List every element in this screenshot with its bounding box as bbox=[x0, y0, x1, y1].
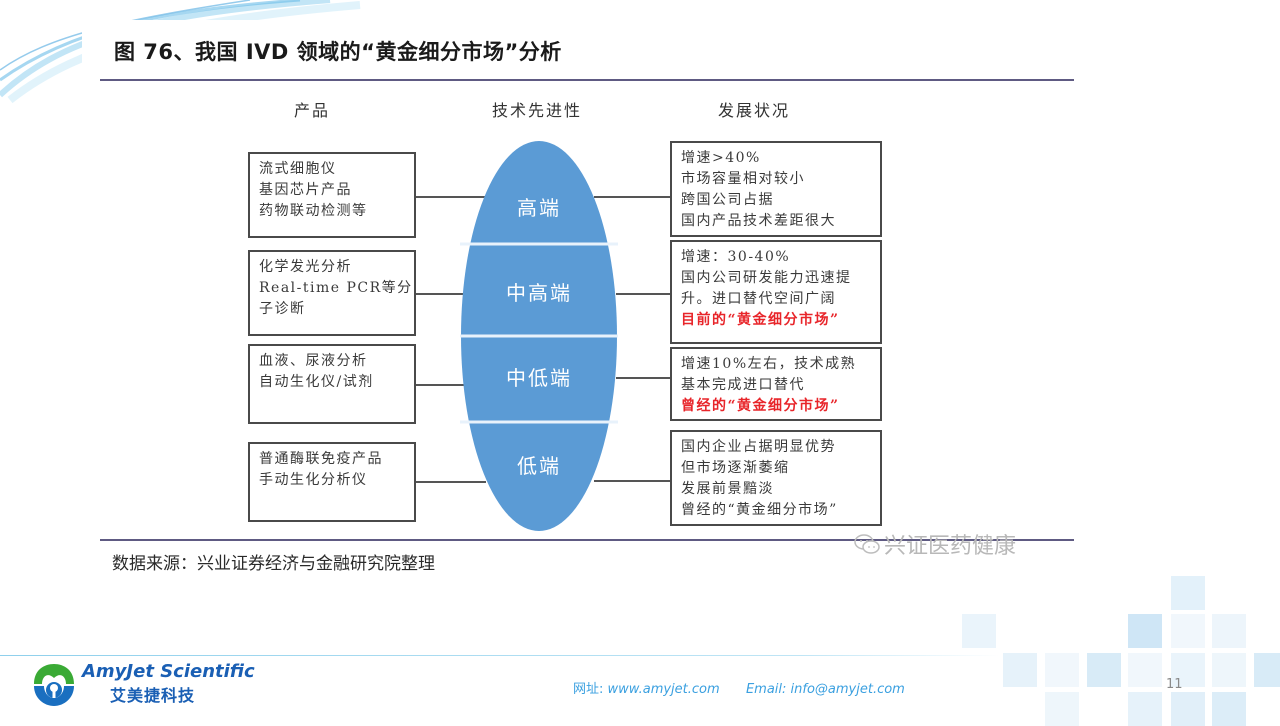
watermark-text: 兴证医药健康 bbox=[884, 534, 1017, 559]
tier-label-high: 高端 bbox=[517, 196, 561, 220]
product-item: 自动生化仪/试剂 bbox=[259, 374, 374, 390]
product-box-mid-high: 化学发光分析 Real-time PCR等分 子诊断 bbox=[248, 250, 416, 336]
product-box-mid-low: 血液、尿液分析 自动生化仪/试剂 bbox=[248, 344, 416, 424]
product-item: 药物联动检测等 bbox=[259, 203, 368, 219]
protein-tile-icon bbox=[1171, 692, 1205, 726]
protein-tile-icon bbox=[1212, 614, 1246, 648]
connector-line bbox=[616, 293, 670, 295]
product-item: 血液、尿液分析 bbox=[259, 353, 368, 369]
status-item: 升。进口替代空间广阔 bbox=[681, 291, 836, 307]
product-item: 基因芯片产品 bbox=[259, 182, 352, 198]
logo-text-en: AmyJet Scientific bbox=[82, 661, 255, 682]
status-box-mid-low: 增速10%左右，技术成熟 基本完成进口替代 曾经的“黄金细分市场” bbox=[670, 347, 882, 421]
connector-line bbox=[594, 480, 670, 482]
ivd-market-figure: 图 76、我国 IVD 领域的“黄金细分市场”分析 产品 技术先进性 发展状况 … bbox=[82, 20, 1076, 590]
molecule-tile-icon bbox=[1171, 576, 1205, 610]
website-label: 网址: bbox=[573, 682, 604, 697]
product-box-high: 流式细胞仪 基因芯片产品 药物联动检测等 bbox=[248, 152, 416, 238]
contact-info: 网址: www.amyjet.com Email: info@amyjet.co… bbox=[573, 678, 905, 697]
antibody-tile-icon bbox=[1212, 692, 1246, 726]
status-box-low: 国内企业占据明显优势 但市场逐渐萎缩 发展前景黯淡 曾经的“黄金细分市场” bbox=[670, 430, 882, 526]
data-source-note: 数据来源：兴业证券经济与金融研究院整理 bbox=[112, 554, 435, 574]
antibody-tile-icon bbox=[1003, 653, 1037, 687]
status-item: 跨国公司占据 bbox=[681, 192, 774, 208]
title-divider bbox=[100, 79, 1074, 81]
product-item: 流式细胞仪 bbox=[259, 161, 337, 177]
status-item: 国内产品技术差距很大 bbox=[681, 213, 836, 229]
technology-tier-oval: 高端 中高端 中低端 低端 bbox=[460, 140, 618, 532]
status-item: 曾经的“黄金细分市场” bbox=[681, 502, 838, 518]
product-item: 化学发光分析 bbox=[259, 259, 352, 275]
column-header-technology: 技术先进性 bbox=[492, 101, 583, 120]
amyjet-logo-icon bbox=[34, 664, 74, 706]
status-box-high: 增速>40% 市场容量相对较小 跨国公司占据 国内产品技术差距很大 bbox=[670, 141, 882, 237]
status-item: 增速>40% bbox=[681, 150, 761, 166]
wechat-icon bbox=[854, 534, 880, 554]
status-item: 发展前景黯淡 bbox=[681, 481, 774, 497]
company-logo: AmyJet Scientific 艾美捷科技 bbox=[30, 660, 255, 708]
email-label: Email: bbox=[745, 682, 787, 697]
connector-line bbox=[594, 196, 670, 198]
dna-tile-icon bbox=[962, 614, 996, 648]
status-highlight-former-golden: 曾经的“黄金细分市场” bbox=[681, 398, 840, 414]
connector-line bbox=[416, 384, 466, 386]
status-item: 增速：30-40% bbox=[681, 249, 791, 265]
email-link[interactable]: info@amyjet.com bbox=[790, 682, 905, 697]
product-item: Real-time PCR等分 bbox=[259, 280, 413, 296]
oval-shape bbox=[460, 141, 618, 531]
footer-divider bbox=[0, 655, 1000, 656]
antibody-tile-icon bbox=[1171, 653, 1205, 687]
status-box-mid-high: 增速：30-40% 国内公司研发能力迅速提 升。进口替代空间广阔 目前的“黄金细… bbox=[670, 240, 882, 344]
connector-line bbox=[416, 293, 466, 295]
column-header-development: 发展状况 bbox=[718, 101, 791, 120]
column-header-product: 产品 bbox=[294, 101, 331, 120]
connector-line bbox=[416, 481, 486, 483]
dna-tile-icon bbox=[1087, 653, 1121, 687]
status-highlight-current-golden: 目前的“黄金细分市场” bbox=[681, 312, 840, 328]
figure-title: 图 76、我国 IVD 领域的“黄金细分市场”分析 bbox=[114, 40, 562, 64]
tier-label-mid-high: 中高端 bbox=[506, 281, 572, 305]
status-item: 增速10%左右，技术成熟 bbox=[681, 356, 857, 372]
status-item: 国内企业占据明显优势 bbox=[681, 439, 836, 455]
product-item: 手动生化分析仪 bbox=[259, 472, 368, 488]
status-item: 市场容量相对较小 bbox=[681, 171, 805, 187]
status-item: 国内公司研发能力迅速提 bbox=[681, 270, 852, 286]
wechat-watermark: 兴证医药健康 bbox=[854, 528, 1016, 560]
product-box-low: 普通酶联免疫产品 手动生化分析仪 bbox=[248, 442, 416, 522]
logo-text-cn: 艾美捷科技 bbox=[110, 686, 196, 705]
blank-tile bbox=[1171, 614, 1205, 648]
molecule-tile-icon bbox=[1212, 653, 1246, 687]
status-item: 基本完成进口替代 bbox=[681, 377, 805, 393]
molecule-tile-icon bbox=[1128, 692, 1162, 726]
connector-line bbox=[416, 196, 486, 198]
molecule-tile-icon bbox=[1128, 614, 1162, 648]
tier-label-low: 低端 bbox=[517, 454, 561, 478]
blank-tile bbox=[1128, 653, 1162, 687]
dna-tile-icon bbox=[1254, 653, 1280, 687]
connector-line bbox=[616, 377, 670, 379]
product-item: 普通酶联免疫产品 bbox=[259, 451, 383, 467]
page-number: 11 bbox=[1166, 677, 1183, 692]
website-link[interactable]: www.amyjet.com bbox=[607, 682, 720, 697]
status-item: 但市场逐渐萎缩 bbox=[681, 460, 790, 476]
product-item: 子诊断 bbox=[259, 301, 306, 317]
tier-label-mid-low: 中低端 bbox=[506, 366, 572, 390]
source-divider bbox=[100, 539, 1074, 541]
blank-tile bbox=[1045, 653, 1079, 687]
protein-tile-icon bbox=[1045, 692, 1079, 726]
